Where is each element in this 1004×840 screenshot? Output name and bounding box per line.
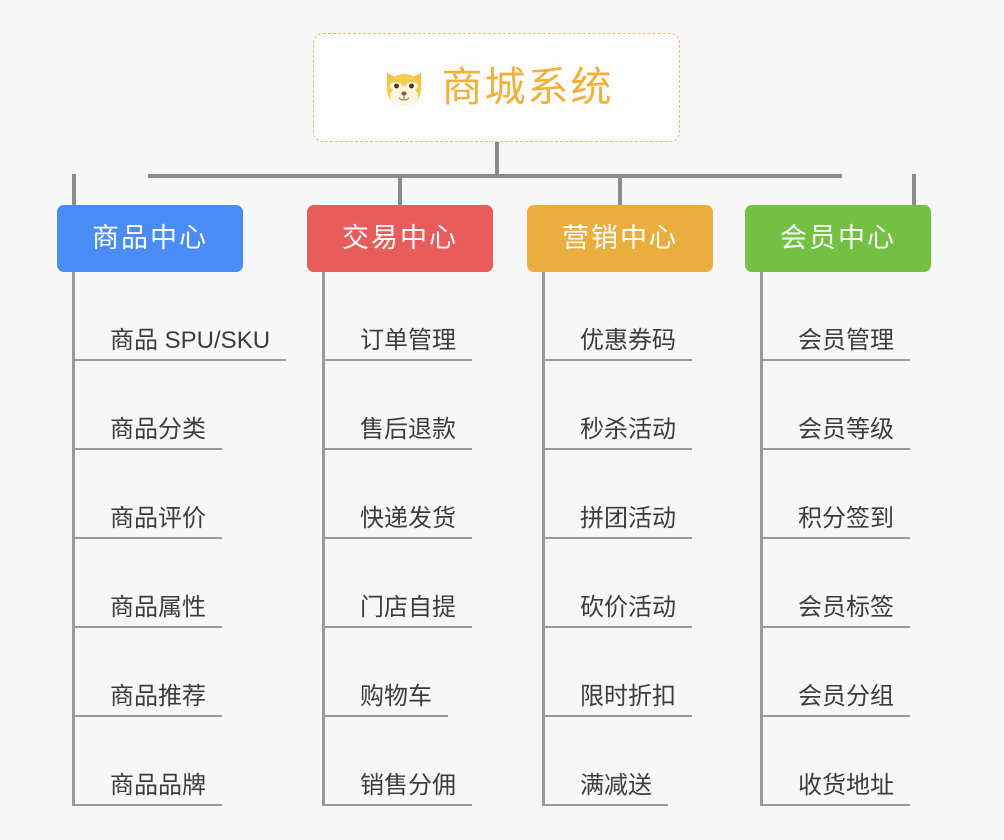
connector-drop-4 <box>912 174 916 205</box>
leaf-item-label: 购物车 <box>360 683 432 710</box>
leaf-item-underline <box>72 626 222 628</box>
leaf-item-underline <box>760 626 910 628</box>
leaf-item-item[interactable]: 售后退款 <box>322 361 472 450</box>
leaf-item-item[interactable]: 积分签到 <box>760 450 910 539</box>
leaf-item-underline <box>760 359 910 361</box>
leaf-item-item[interactable]: 限时折扣 <box>542 628 692 717</box>
leaf-item-item[interactable]: 优惠券码 <box>542 272 692 361</box>
leaf-item-label: 会员分组 <box>798 683 894 710</box>
leaf-item-label: 优惠券码 <box>580 327 676 354</box>
leaf-item-underline <box>72 715 222 717</box>
leaf-item-item[interactable]: 秒杀活动 <box>542 361 692 450</box>
leaf-item-underline <box>72 537 222 539</box>
leaf-item-underline <box>322 359 472 361</box>
leaf-item-item[interactable]: 商品评价 <box>72 450 222 539</box>
leaf-item-label: 商品属性 <box>110 594 206 621</box>
leaf-item-underline <box>322 448 472 450</box>
leaf-item-item[interactable]: 收货地址 <box>760 717 910 806</box>
leaf-item-underline <box>542 626 692 628</box>
leaf-item-label: 销售分佣 <box>360 772 456 799</box>
connector-drop-1 <box>72 174 76 205</box>
leaf-spine <box>72 272 75 806</box>
leaf-item-label: 商品推荐 <box>110 683 206 710</box>
leaf-item-label: 满减送 <box>580 772 652 799</box>
leaf-item-label: 商品 SPU/SKU <box>110 327 271 354</box>
shiba-dog-face-icon <box>380 64 428 112</box>
leaf-item-label: 拼团活动 <box>580 505 676 532</box>
category-header-2[interactable]: 交易中心 <box>307 205 493 272</box>
leaf-item-underline <box>760 448 910 450</box>
leaf-item-item[interactable]: 满减送 <box>542 717 668 806</box>
leaf-item-label: 门店自提 <box>360 594 456 621</box>
leaf-item-underline <box>322 804 472 806</box>
leaf-item-label: 秒杀活动 <box>580 416 676 443</box>
leaf-item-underline <box>542 715 692 717</box>
leaf-item-underline <box>72 359 286 361</box>
leaf-item-item[interactable]: 快递发货 <box>322 450 472 539</box>
leaf-item-item[interactable]: 销售分佣 <box>322 717 472 806</box>
leaf-item-underline <box>760 804 910 806</box>
leaf-item-underline <box>760 537 910 539</box>
leaf-item-item[interactable]: 购物车 <box>322 628 448 717</box>
leaf-item-underline <box>542 804 668 806</box>
leaf-item-underline <box>322 715 448 717</box>
connector-horizontal-bus <box>148 174 842 178</box>
leaf-spine <box>322 272 325 806</box>
leaf-spine <box>542 272 545 806</box>
leaf-item-item[interactable]: 订单管理 <box>322 272 472 361</box>
connector-drop-2 <box>398 174 402 205</box>
leaf-item-label: 积分签到 <box>798 505 894 532</box>
leaf-item-item[interactable]: 门店自提 <box>322 539 472 628</box>
leaf-item-item[interactable]: 会员管理 <box>760 272 910 361</box>
leaf-item-item[interactable]: 商品分类 <box>72 361 222 450</box>
category-header-1[interactable]: 商品中心 <box>57 205 243 272</box>
leaf-spine <box>760 272 763 806</box>
leaf-item-item[interactable]: 砍价活动 <box>542 539 692 628</box>
leaf-item-label: 快递发货 <box>360 505 456 532</box>
root-node[interactable]: 商城系统 <box>313 33 680 142</box>
connector-drop-3 <box>618 174 622 205</box>
leaf-item-underline <box>542 448 692 450</box>
leaf-item-item[interactable]: 会员分组 <box>760 628 910 717</box>
leaf-item-underline <box>542 537 692 539</box>
leaf-item-underline <box>760 715 910 717</box>
leaf-item-label: 售后退款 <box>360 416 456 443</box>
leaf-item-item[interactable]: 会员标签 <box>760 539 910 628</box>
leaf-item-item[interactable]: 商品属性 <box>72 539 222 628</box>
leaf-item-underline <box>72 804 222 806</box>
leaf-item-label: 商品品牌 <box>110 772 206 799</box>
leaf-item-label: 商品分类 <box>110 416 206 443</box>
leaf-item-label: 收货地址 <box>798 772 894 799</box>
leaf-item-label: 会员管理 <box>798 327 894 354</box>
category-header-3[interactable]: 营销中心 <box>527 205 713 272</box>
leaf-item-spu-sku[interactable]: 商品 SPU/SKU <box>72 272 286 361</box>
leaf-item-underline <box>322 537 472 539</box>
leaf-item-underline <box>542 359 692 361</box>
leaf-item-label: 会员标签 <box>798 594 894 621</box>
category-header-4[interactable]: 会员中心 <box>745 205 931 272</box>
leaf-item-item[interactable]: 商品品牌 <box>72 717 222 806</box>
leaf-item-label: 订单管理 <box>360 327 456 354</box>
leaf-item-underline <box>72 448 222 450</box>
connector-root-stem <box>495 142 499 177</box>
root-title: 商城系统 <box>441 64 614 110</box>
leaf-item-underline <box>322 626 472 628</box>
leaf-item-item[interactable]: 会员等级 <box>760 361 910 450</box>
leaf-item-label: 砍价活动 <box>580 594 676 621</box>
leaf-item-label: 会员等级 <box>798 416 894 443</box>
leaf-item-item[interactable]: 商品推荐 <box>72 628 222 717</box>
leaf-item-label: 商品评价 <box>110 505 206 532</box>
leaf-item-label: 限时折扣 <box>580 683 676 710</box>
leaf-item-item[interactable]: 拼团活动 <box>542 450 692 539</box>
